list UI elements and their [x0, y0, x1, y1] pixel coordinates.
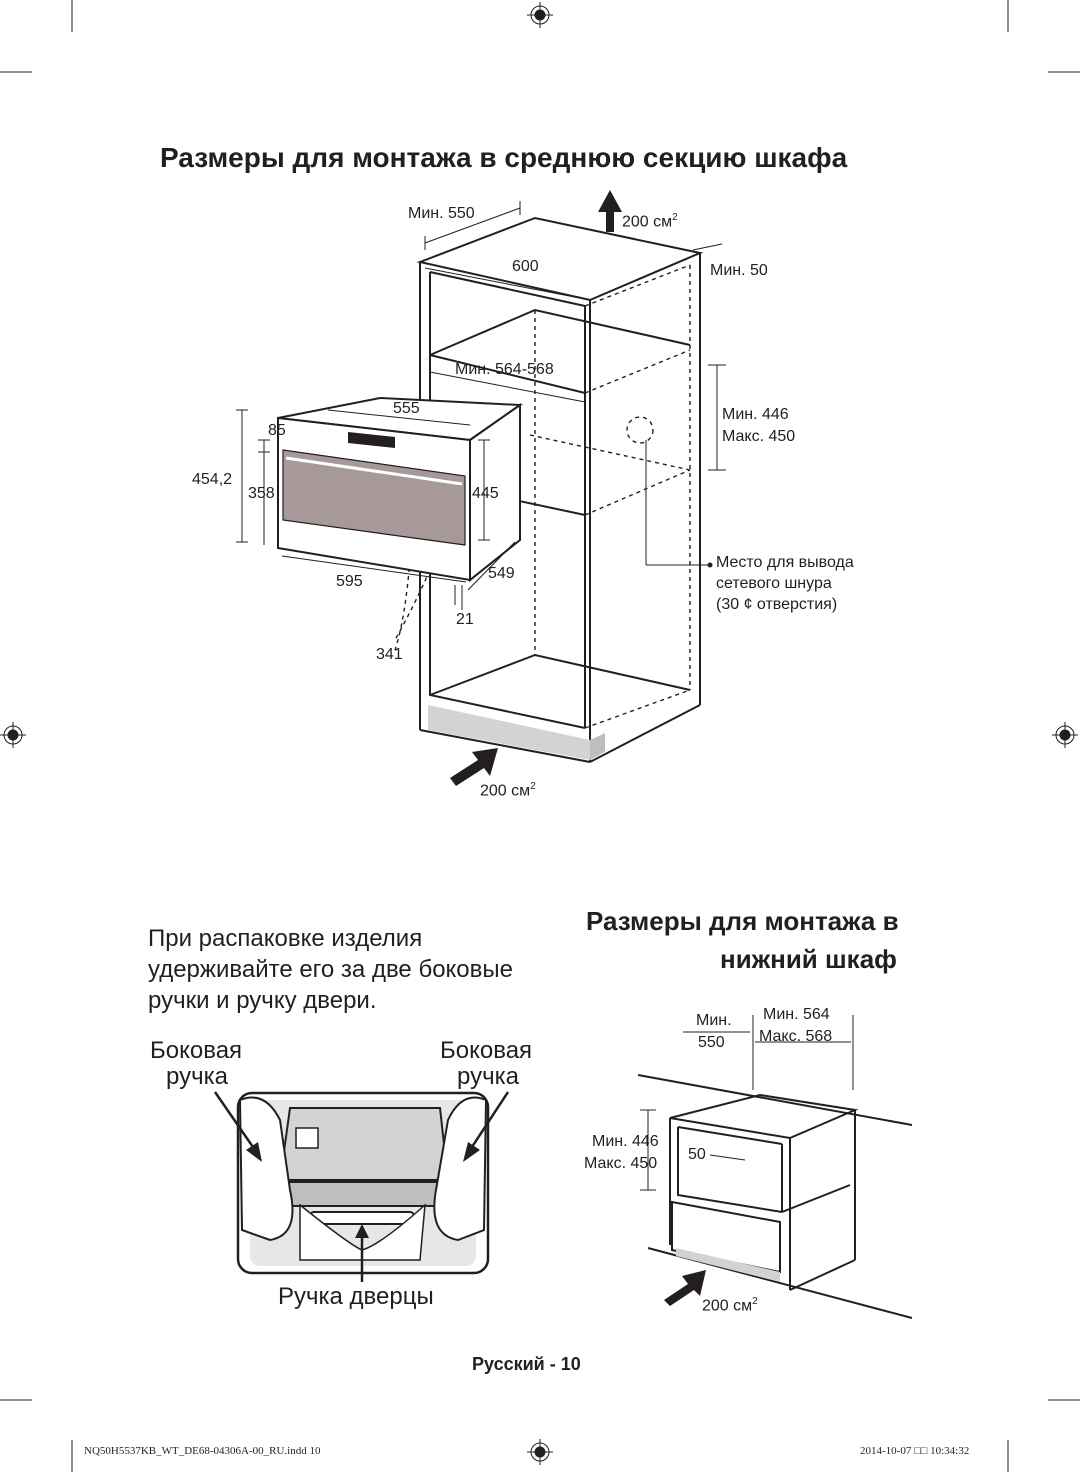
cabinet-plinth: [428, 705, 590, 760]
label-cord-2: сетевого шнура: [716, 575, 832, 592]
side-handle-left-2: ручка: [166, 1063, 228, 1090]
label-445: 445: [472, 485, 499, 502]
lower-label-vent: 200 см2: [702, 1296, 758, 1315]
label-vent-top: 200 см2: [622, 212, 678, 231]
label-21: 21: [456, 611, 474, 628]
registration-mark-top: [527, 2, 553, 28]
label-vent-bottom: 200 см2: [480, 781, 536, 800]
oven-door-window: [282, 449, 466, 546]
label-min50: Мин. 50: [710, 262, 768, 279]
label-454: 454,2: [192, 471, 233, 488]
side-handle-right-1: Боковая: [440, 1037, 533, 1064]
right-hand: [433, 1096, 488, 1242]
oven-display: [348, 432, 395, 448]
main-title: Размеры для монтажа в среднюю секцию шка…: [160, 142, 848, 173]
lower-label-max568: Макс. 568: [759, 1028, 833, 1045]
lower-label-50: 50: [688, 1146, 706, 1163]
label-cord-3: (30 ¢ отверстия): [716, 596, 838, 613]
left-hand: [238, 1096, 294, 1242]
label-85: 85: [268, 422, 286, 439]
lower-title-2: нижний шкаф: [720, 944, 897, 974]
footer-date: 2014-10-07 □□ 10:34:32: [860, 1445, 970, 1457]
lower-label-min: Мин.: [696, 1012, 732, 1029]
lower-title-1: Размеры для монтажа в: [586, 906, 899, 936]
label-min550: Мин. 550: [408, 205, 475, 222]
registration-mark-bottom: [527, 1439, 553, 1465]
side-handle-left-1: Боковая: [150, 1037, 243, 1064]
side-handle-right-2: ручка: [457, 1063, 519, 1090]
label-595: 595: [336, 573, 363, 590]
page-number: Русский - 10: [472, 1354, 581, 1374]
vent-arrows: [450, 190, 622, 786]
lower-label-min446: Мин. 446: [592, 1133, 659, 1150]
footer-file: NQ50H5537KB_WT_DE68-04306A-00_RU.indd 10: [84, 1445, 321, 1457]
registration-mark-left: [0, 722, 26, 748]
registration-mark-right: [1052, 722, 1078, 748]
lower-label-max450: Макс. 450: [584, 1155, 658, 1172]
label-min446: Мин. 446: [722, 406, 789, 423]
label-cord-1: Место для вывода: [716, 554, 854, 571]
door-handle-label: Ручка дверцы: [278, 1283, 434, 1310]
label-max450: Макс. 450: [722, 428, 796, 445]
unpack-line-3: ручки и ручку двери.: [148, 987, 377, 1014]
unpack-line-2: удерживайте его за две боковые: [148, 956, 514, 983]
label-341: 341: [376, 646, 403, 663]
lower-label-550: 550: [698, 1034, 725, 1051]
label-min564-568: Мин. 564-568: [455, 361, 554, 378]
label-549: 549: [488, 565, 515, 582]
label-600: 600: [512, 258, 539, 275]
label-555: 555: [393, 400, 420, 417]
unpack-line-1: При распаковке изделия: [148, 925, 423, 952]
lower-label-min564: Мин. 564: [763, 1006, 830, 1023]
label-358: 358: [248, 485, 275, 502]
